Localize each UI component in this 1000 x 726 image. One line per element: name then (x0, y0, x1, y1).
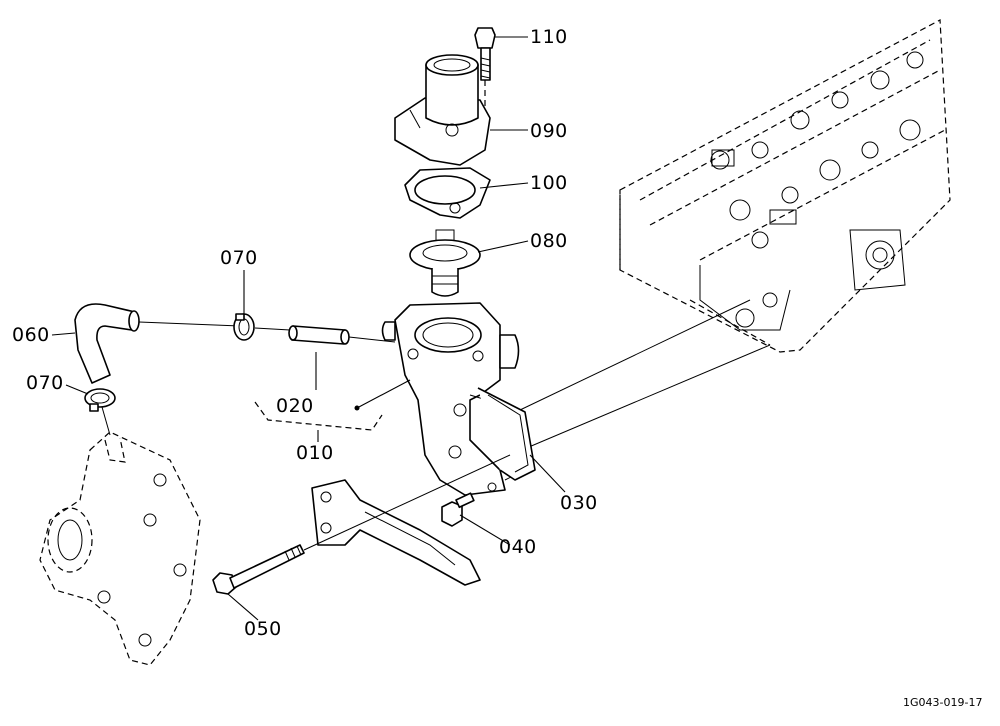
label-090: 090 (530, 120, 568, 142)
clamp-070-left (84, 388, 116, 412)
gasket-100 (404, 167, 491, 219)
label-030: 030 (560, 492, 598, 514)
label-110: 110 (530, 26, 568, 48)
clamp-070-top (233, 313, 255, 341)
label-050: 050 (244, 618, 282, 640)
cylinder-head (619, 19, 951, 353)
label-040: 040 (499, 536, 537, 558)
label-070-left: 070 (26, 372, 64, 394)
thermostat-cover-090 (394, 54, 491, 166)
pipe-020 (254, 325, 396, 345)
assembly-bracket-010 (254, 379, 411, 431)
hose-060 (74, 303, 241, 384)
thermostat-080 (409, 229, 481, 297)
label-080: 080 (530, 230, 568, 252)
label-060: 060 (12, 324, 50, 346)
thermostat-housing (381, 302, 526, 496)
gasket-030 (477, 387, 536, 481)
bracket (311, 479, 481, 586)
water-pump (39, 406, 201, 666)
label-010: 010 (296, 442, 334, 464)
figure-reference-code: 1G043-019-17 (903, 696, 983, 709)
label-100: 100 (530, 172, 568, 194)
bolt-050 (212, 454, 511, 595)
label-070-top: 070 (220, 247, 258, 269)
bolt-040 (441, 492, 475, 527)
label-020: 020 (276, 395, 314, 417)
